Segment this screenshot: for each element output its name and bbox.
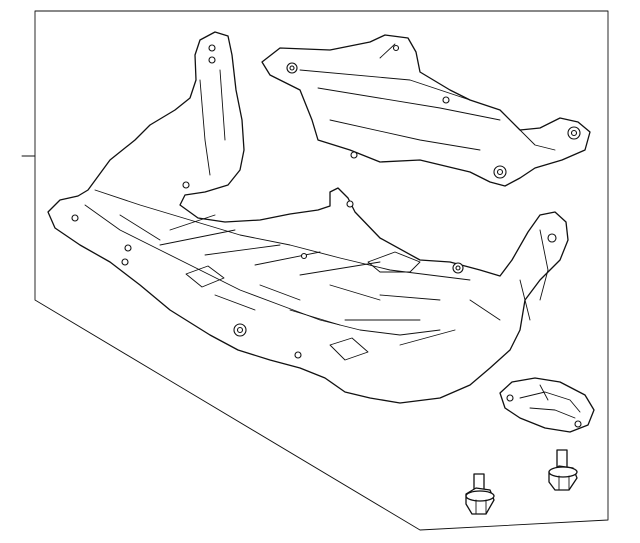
lower-engine-undercover bbox=[47, 31, 569, 404]
small-bracket-plate bbox=[499, 377, 595, 433]
diagram-frame bbox=[21, 10, 609, 531]
flange-bolt-left bbox=[465, 473, 495, 515]
upper-rear-shield bbox=[261, 34, 591, 187]
flange-bolt-right bbox=[548, 449, 578, 491]
